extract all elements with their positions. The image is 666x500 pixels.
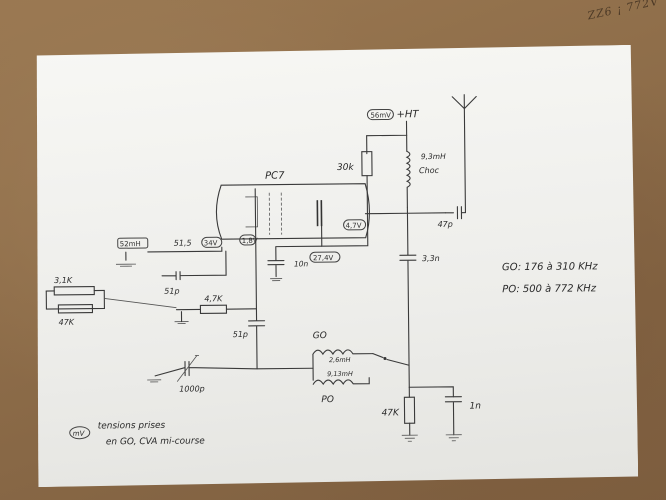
pot-top-body bbox=[54, 287, 94, 295]
decoup-cap-label: 10n bbox=[294, 259, 309, 268]
plate-resistor-label: 30k bbox=[337, 163, 355, 173]
footnote: mV tensions prises en GO, CVA mi-course bbox=[70, 420, 206, 447]
tuning-cap: 1000p bbox=[147, 354, 313, 394]
schematic-paper: 56mV +HT 30k 9,3mH Choc PC7 4,7V bbox=[34, 45, 639, 487]
cathode-resistor-body bbox=[404, 397, 414, 423]
tube-label: PC7 bbox=[265, 171, 285, 182]
box-27v-label: 27,4V bbox=[313, 254, 334, 262]
hv-label: +HT bbox=[396, 109, 419, 120]
box-27v bbox=[310, 252, 340, 262]
ground-icon bbox=[402, 435, 418, 441]
tube-pin-label: 4,7V bbox=[346, 222, 362, 230]
tuning-cap-label: 1000p bbox=[179, 384, 205, 393]
ground-icon bbox=[446, 435, 462, 441]
grid-cap bbox=[162, 251, 226, 280]
hv-box bbox=[367, 109, 393, 119]
box-34v-label: 34V bbox=[204, 239, 218, 247]
trim-cap-label: 51p bbox=[233, 330, 248, 339]
ground-icon bbox=[116, 264, 136, 266]
band-switch bbox=[373, 354, 383, 358]
ground-icon bbox=[147, 380, 161, 382]
decoup-wire bbox=[321, 214, 367, 246]
antenna-icon bbox=[452, 95, 477, 167]
band-switch-arm bbox=[387, 359, 409, 365]
po-label: PO bbox=[321, 395, 334, 405]
po-value: 9,13mH bbox=[327, 370, 353, 378]
box-52mh-label: 52mH bbox=[120, 240, 141, 248]
coupling-cap-label: 47p bbox=[438, 220, 453, 229]
choke-inductor: 9,3mH Choc bbox=[407, 151, 447, 207]
output-cap-label: 3,3n bbox=[422, 254, 440, 263]
tube-pin-box bbox=[344, 220, 366, 230]
second-grid: 4,7K 51p bbox=[173, 189, 265, 370]
cathode-resistor-label: 47K bbox=[381, 408, 400, 418]
divider-resistors: 3,1K 47K bbox=[46, 275, 177, 327]
band-go-note: GO: 176 à 310 KHz bbox=[502, 260, 598, 273]
hv-box-label: 56mV bbox=[370, 111, 391, 119]
grid2-label: 4,7K bbox=[204, 294, 223, 303]
box-34v bbox=[202, 237, 222, 247]
output-cap bbox=[399, 213, 417, 387]
tube-envelope: PC7 4,7V bbox=[216, 170, 370, 240]
choke-label: Choc bbox=[419, 166, 440, 175]
schematic-diagram: 56mV +HT 30k 9,3mH Choc PC7 4,7V bbox=[34, 45, 639, 487]
footnote-line2: en GO, CVA mi-course bbox=[106, 436, 206, 447]
band-inductors: GO 2,6mH 9,13mH PO bbox=[313, 330, 410, 405]
plate-resistor: 30k bbox=[337, 152, 373, 214]
bypass-cap-label: 1n bbox=[469, 401, 481, 411]
coupling-cap bbox=[445, 167, 466, 219]
grid-cap-label: 51p bbox=[164, 287, 179, 296]
go-value: 2,6mH bbox=[329, 356, 351, 364]
grid-section: 52mH 51,5 34V 1,8V 51p bbox=[116, 235, 259, 296]
cathode-section: 47K 1n bbox=[381, 386, 481, 441]
pot-bottom-label: 47K bbox=[59, 318, 75, 327]
decoup-cap bbox=[268, 246, 322, 277]
box-52mh bbox=[118, 238, 148, 248]
choke-value: 9,3mH bbox=[421, 152, 446, 161]
plate-resistor-body bbox=[362, 152, 372, 176]
trim-cap bbox=[247, 189, 265, 369]
box-18v-label: 1,8V bbox=[242, 237, 258, 245]
pot-top-label: 3,1K bbox=[54, 276, 73, 285]
footnote-marker: mV bbox=[73, 430, 86, 438]
grid-resistor-label: 51,5 bbox=[174, 239, 192, 248]
hv-supply: 56mV +HT bbox=[366, 109, 419, 154]
band-po-note: PO: 500 à 772 KHz bbox=[502, 282, 597, 295]
plate-bus bbox=[365, 213, 445, 214]
footnote-line1: tensions prises bbox=[98, 421, 166, 432]
go-label: GO bbox=[313, 331, 327, 341]
ground-icon bbox=[270, 279, 282, 281]
